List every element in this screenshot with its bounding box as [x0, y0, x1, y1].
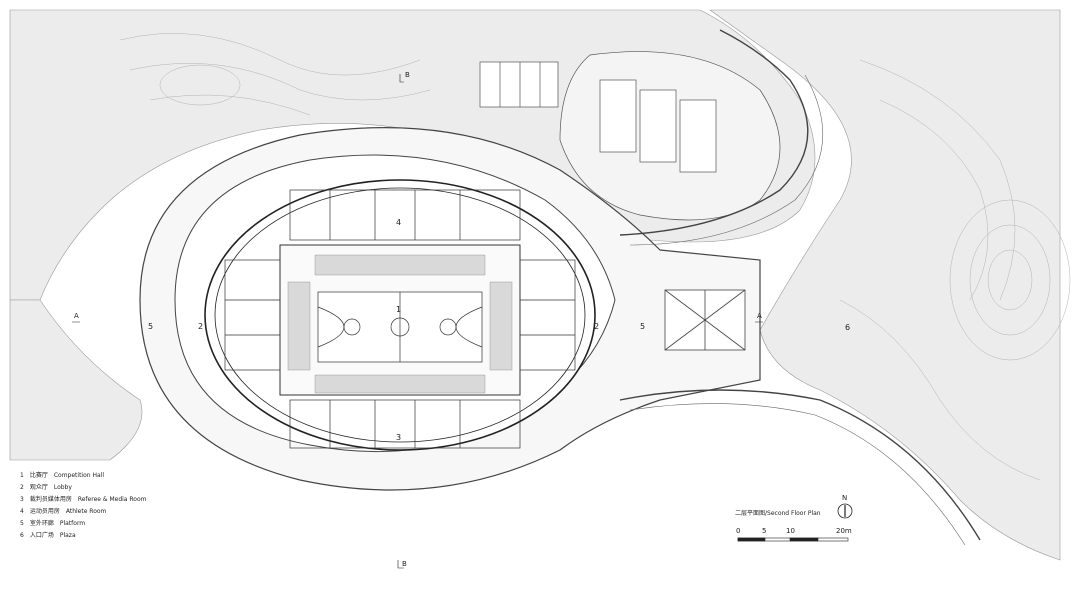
- legend-item: 1 比赛厅 Competition Hall: [20, 470, 152, 482]
- label-hall: 1: [396, 305, 401, 314]
- section-mark-a-west: A: [74, 312, 79, 320]
- label-platform-east: 5: [640, 322, 645, 331]
- section-mark-b-south: B: [402, 560, 407, 568]
- outdoor-courts: [479, 51, 781, 221]
- legend-num: 5: [20, 520, 24, 527]
- scale-bar-segment: [737, 537, 766, 542]
- contour-circle: [159, 64, 241, 106]
- legend-num: 4: [20, 508, 24, 515]
- label-plaza: 6: [845, 323, 850, 332]
- section-arrow: [72, 74, 763, 569]
- label-referee: 3: [396, 433, 401, 442]
- contour: [879, 99, 989, 301]
- scale-bar-segment: [789, 537, 819, 542]
- court-center-circle: [390, 317, 410, 337]
- seating: [287, 254, 513, 394]
- legend-en: Plaza: [59, 532, 76, 539]
- seating-south: [314, 374, 486, 394]
- legend-cn: 入口广场: [29, 532, 54, 539]
- contours: [119, 33, 1071, 481]
- court-circle-east: [439, 318, 457, 336]
- building-inner-wall: [214, 187, 586, 443]
- ramp-south-inner: [629, 403, 966, 546]
- contour: [129, 63, 431, 101]
- ramp-north: [619, 29, 809, 236]
- label-lobby-east: 2: [594, 322, 599, 331]
- legend-num: 1: [20, 472, 24, 479]
- legend-item: 3 裁判员媒体用房 Referee & Media Room: [20, 494, 152, 506]
- legend-en: Lobby: [53, 484, 72, 491]
- contour: [119, 33, 421, 76]
- legend-en: Athlete Room: [65, 508, 107, 515]
- scale-tick-5: 5: [762, 527, 766, 535]
- contour-circle: [949, 199, 1071, 361]
- tennis-court: [679, 99, 717, 173]
- label-lobby-west: 2: [198, 322, 203, 331]
- legend-item: 2 观众厅 Lobby: [20, 482, 152, 494]
- label-athlete: 4: [396, 218, 401, 227]
- contour: [859, 59, 1016, 301]
- ramp-south: [619, 389, 981, 541]
- section-mark-b-north: B: [405, 71, 410, 79]
- legend-item: 4 运动员用房 Athlete Room: [20, 506, 152, 518]
- small-court: [479, 61, 559, 108]
- legend-cn: 运动员用房: [29, 508, 60, 515]
- legend-cn: 观众厅: [29, 484, 48, 491]
- legend: 1 比赛厅 Competition Hall 2 观众厅 Lobby 3 裁判员媒体用房 R…: [20, 470, 152, 542]
- room-block-south: [289, 399, 521, 449]
- legend-num: 2: [20, 484, 24, 491]
- legend-item: 5 室外环廊 Platform: [20, 518, 152, 530]
- legend-num: 3: [20, 496, 24, 503]
- label-platform-west: 5: [148, 322, 153, 331]
- basketball-court: [317, 291, 483, 363]
- legend-en: Competition Hall: [53, 472, 104, 479]
- section-mark-a-east: A: [757, 312, 762, 320]
- legend-num: 6: [20, 532, 24, 539]
- contour-circle: [987, 249, 1033, 311]
- tennis-court: [639, 89, 677, 163]
- legend-cn: 室外环廊: [29, 520, 54, 527]
- legend-en: Platform: [59, 520, 86, 527]
- landscape-east: [709, 9, 1061, 561]
- scale-tick-10: 10: [786, 527, 795, 535]
- seating-north: [314, 254, 486, 276]
- contour-circle: [969, 224, 1051, 336]
- north-arrow-label: N: [842, 494, 847, 502]
- legend-cn: 比赛厅: [29, 472, 48, 479]
- legend-item: 6 入口广场 Plaza: [20, 530, 152, 542]
- scale-tick-0: 0: [736, 527, 740, 535]
- legend-en: Referee & Media Room: [77, 496, 147, 503]
- seating-west: [287, 281, 311, 371]
- contour: [839, 299, 1041, 481]
- tennis-court: [599, 79, 637, 153]
- court-circle-west: [343, 318, 361, 336]
- scale-tick-20m: 20m: [836, 527, 852, 535]
- ramp-north-inner: [629, 74, 824, 246]
- legend-cn: 裁判员媒体用房: [29, 496, 72, 503]
- plan-title: 二层平面图/Second Floor Plan: [735, 510, 821, 517]
- landscape-west: [9, 299, 143, 461]
- entrance-bridge: [664, 289, 746, 351]
- seating-east: [489, 281, 513, 371]
- room-block-north: [289, 189, 521, 241]
- scale-bar: [737, 537, 849, 542]
